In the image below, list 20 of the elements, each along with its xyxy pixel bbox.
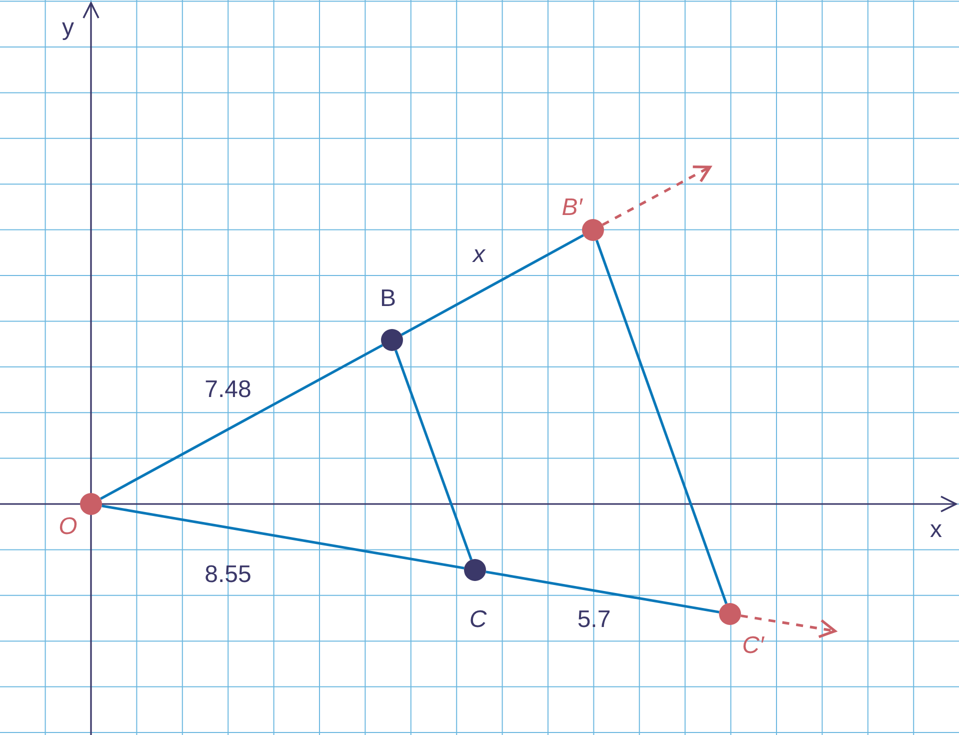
point xyxy=(80,493,102,515)
point-label: B′ xyxy=(562,196,582,220)
line-segment xyxy=(486,570,720,614)
point xyxy=(719,603,741,625)
point xyxy=(381,329,403,351)
line-segment xyxy=(595,240,728,604)
point xyxy=(582,219,604,241)
dashed-arrow xyxy=(602,165,712,226)
point-label: O xyxy=(58,515,78,539)
edge-label: x xyxy=(473,243,485,267)
line-segment xyxy=(100,344,383,500)
line-segment xyxy=(394,350,472,560)
line-segment xyxy=(102,504,464,570)
point-label: C xyxy=(469,608,487,632)
axis-label: y xyxy=(62,16,74,40)
line-segment xyxy=(401,234,584,336)
point-label: B xyxy=(380,287,396,311)
dashed-arrow xyxy=(740,614,836,638)
axis-label: x xyxy=(930,518,942,542)
point xyxy=(464,559,486,581)
